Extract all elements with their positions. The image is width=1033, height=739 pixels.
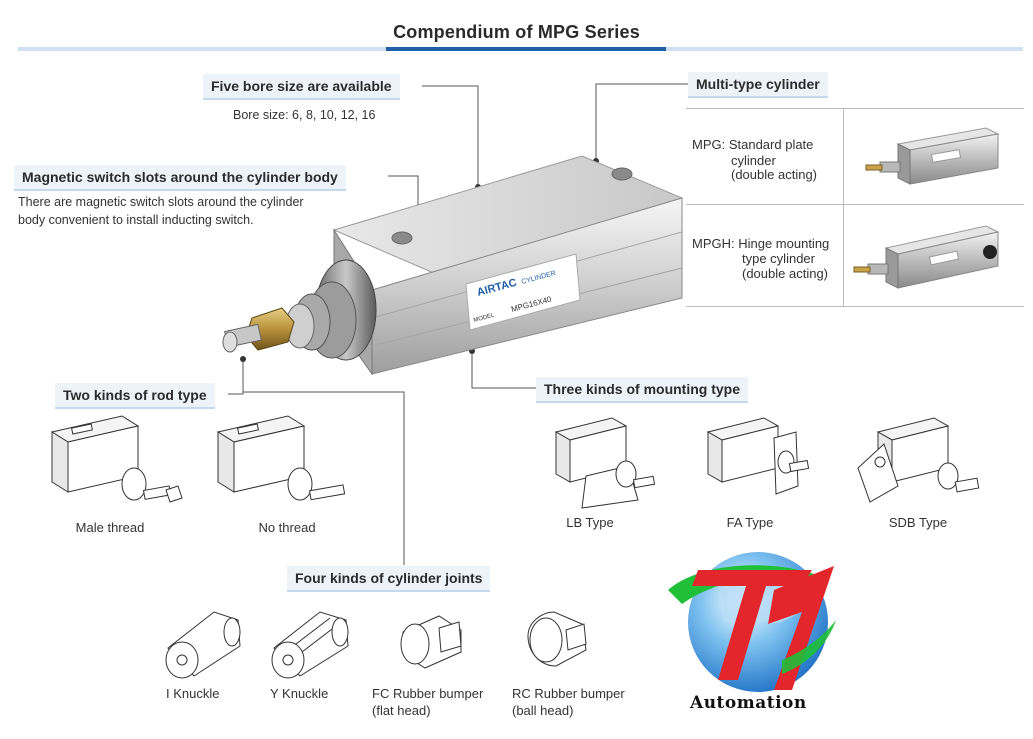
multi-type-bottom-border bbox=[686, 306, 1024, 307]
sdb-type-image bbox=[857, 417, 980, 503]
mpg-line3: (double acting) bbox=[731, 167, 817, 182]
company-logo-text: Automation bbox=[690, 693, 807, 713]
no-thread-image bbox=[216, 415, 346, 501]
mpgh-line1: MPGH: Hinge mounting bbox=[692, 236, 830, 251]
joint-caption-3-line2: (flat head) bbox=[372, 703, 431, 718]
page-title: Compendium of MPG Series bbox=[393, 22, 640, 42]
leader-mounting bbox=[471, 352, 536, 389]
joint-caption-2: Y Knuckle bbox=[270, 686, 329, 701]
mpgh-line3: (double acting) bbox=[742, 266, 828, 281]
section-multi-label: Multi-type cylinder bbox=[688, 72, 828, 98]
leader-multi bbox=[595, 83, 688, 160]
main-cylinder-image: AIRTAC CYLINDER MODEL MPG16X40 bbox=[222, 155, 684, 376]
multi-type-panel bbox=[686, 108, 1024, 309]
multi-type-row-divider bbox=[686, 204, 1024, 205]
lb-type-image bbox=[554, 417, 656, 509]
mpg-line1: MPG: Standard plate bbox=[692, 137, 814, 152]
fa-type-image bbox=[706, 417, 810, 495]
y-knuckle-image bbox=[271, 611, 349, 679]
company-logo-image bbox=[668, 552, 836, 692]
fc-bumper-image bbox=[400, 615, 462, 669]
male-thread-image bbox=[50, 415, 183, 503]
bore-description: Bore size: 6, 8, 10, 12, 16 bbox=[233, 108, 376, 122]
leader-joints bbox=[242, 391, 405, 565]
section-mounting-label: Three kinds of mounting type bbox=[536, 377, 749, 403]
mpgh-cylinder-image bbox=[853, 225, 1000, 289]
joint-caption-1: I Knuckle bbox=[166, 686, 220, 701]
rc-bumper-image bbox=[527, 611, 587, 667]
section-magnetic-label: Magnetic switch slots around the cylinde… bbox=[14, 165, 346, 191]
leader-magnetic bbox=[388, 175, 419, 208]
title-divider-accent bbox=[386, 47, 666, 51]
section-joints-label: Four kinds of cylinder joints bbox=[287, 566, 491, 592]
rod-type-caption-2: No thread bbox=[258, 520, 316, 535]
joint-caption-3-line1: FC Rubber bumper bbox=[372, 686, 484, 701]
leader-bore bbox=[422, 85, 479, 186]
magnetic-description-line2: body convenient to install inducting swi… bbox=[18, 213, 254, 227]
mpgh-line2: type cylinder bbox=[742, 251, 815, 266]
leader-rod-dot bbox=[240, 356, 246, 362]
mounting-caption-3: SDB Type bbox=[888, 515, 948, 530]
label-model-caption: MODEL bbox=[473, 312, 496, 323]
mpg-line2: cylinder bbox=[731, 153, 776, 168]
i-knuckle-image bbox=[165, 611, 241, 679]
mpg-cylinder-image bbox=[865, 127, 1000, 185]
mounting-caption-2: FA Type bbox=[726, 515, 774, 530]
joint-caption-4-line2: (ball head) bbox=[512, 703, 574, 718]
section-bore-label: Five bore size are available bbox=[203, 74, 400, 100]
mounting-caption-1: LB Type bbox=[566, 515, 614, 530]
section-rod-label: Two kinds of rod type bbox=[55, 383, 215, 409]
multi-type-column-divider bbox=[843, 108, 844, 306]
rod-type-caption-1: Male thread bbox=[75, 520, 145, 535]
joint-caption-4-line1: RC Rubber bumper bbox=[512, 686, 625, 701]
magnetic-description-line1: There are magnetic switch slots around t… bbox=[18, 195, 304, 209]
